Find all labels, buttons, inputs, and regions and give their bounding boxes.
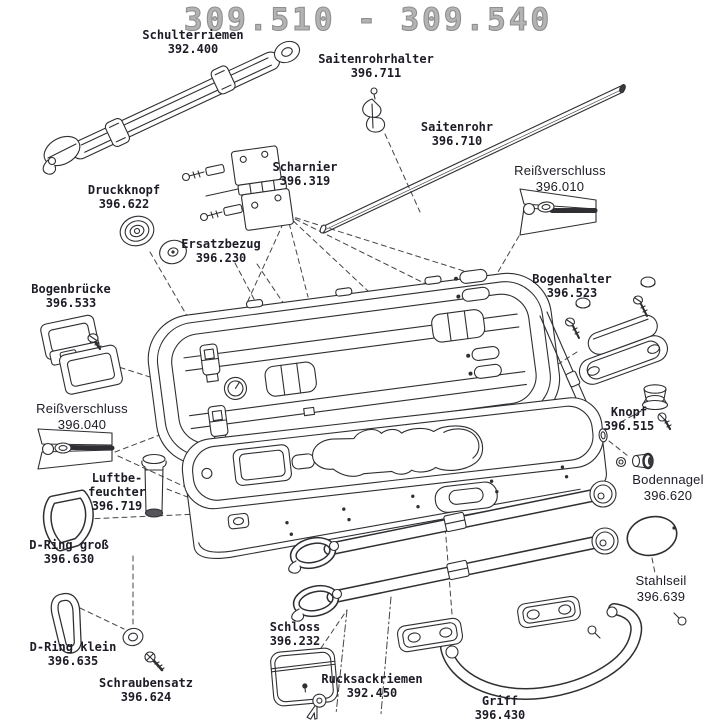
- part-number: 396.620: [643, 488, 693, 503]
- part-name: Saitenrohrhalter: [318, 52, 434, 66]
- dring-small-drawing: [50, 592, 82, 654]
- part-name: D-Ring groß: [29, 538, 109, 552]
- label-reissverschluss-boden: Reißverschluss 396.040: [36, 401, 128, 433]
- part-number: 396.010: [535, 179, 585, 194]
- label-schloss: Schloss 396.232: [270, 620, 321, 648]
- dring-large-drawing: [42, 489, 94, 552]
- part-number: 396.430: [474, 708, 526, 720]
- bow-bridge-drawing: [40, 314, 123, 395]
- part-name: D-Ring klein: [29, 640, 117, 654]
- part-name: Bodennagel: [632, 472, 704, 487]
- part-name: Luftbe-: [91, 471, 143, 485]
- label-bodennagel: Bodennagel 396.620: [632, 472, 703, 504]
- humidifier-drawing: [141, 453, 167, 518]
- part-name: Reißverschluss: [514, 163, 606, 178]
- lock-drawing: [270, 647, 339, 707]
- part-number: 396.230: [195, 251, 247, 265]
- bow-holder-drawing: [564, 276, 669, 385]
- label-ersatzbezug: Ersatzbezug 396.230: [181, 237, 260, 265]
- floor-pin-drawing: [615, 452, 654, 470]
- part-number: 396.711: [350, 66, 402, 80]
- label-saitenrohrhalter: Saitenrohrhalter 396.711: [318, 52, 434, 80]
- part-number: 396.630: [43, 552, 95, 566]
- zipper-lid-drawing: [519, 188, 598, 236]
- label-druckknopf: Druckknopf 396.622: [88, 183, 160, 211]
- key-drawing: [306, 693, 327, 720]
- part-name: feuchter: [88, 485, 146, 499]
- snap-button-drawing: [119, 215, 187, 265]
- string-tube-holder-drawing: [362, 87, 386, 133]
- part-number: 396.319: [279, 174, 331, 188]
- part-name: Knopf: [610, 405, 648, 419]
- part-name: Bogenhalter: [532, 272, 612, 286]
- part-name: Scharnier: [272, 160, 338, 174]
- backpack-strap-1: [288, 480, 617, 574]
- part-number: 396.622: [98, 197, 150, 211]
- label-bogenbruecke: Bogenbrücke 396.533: [31, 282, 110, 310]
- label-dring-gross: D-Ring groß 396.630: [29, 538, 108, 566]
- part-name: Reißverschluss: [36, 401, 128, 416]
- part-name: Griff: [481, 694, 519, 708]
- part-name: Druckknopf: [87, 183, 161, 197]
- part-number: 396.639: [636, 589, 686, 604]
- label-saitenrohr: Saitenrohr 396.710: [421, 120, 493, 148]
- part-name: Saitenrohr: [420, 120, 494, 134]
- part-number: 396.515: [603, 419, 655, 433]
- label-scharnier: Scharnier 396.319: [272, 160, 337, 188]
- screw-set-drawing: [122, 627, 165, 672]
- part-name: Bogenbrücke: [31, 282, 111, 296]
- string-tube-drawing: [319, 84, 626, 234]
- label-dring-klein: D-Ring klein 396.635: [30, 640, 117, 668]
- label-schraubensatz: Schraubensatz 396.624: [99, 676, 193, 704]
- hinge-drawing: [181, 145, 294, 231]
- part-number: 392.450: [346, 686, 398, 700]
- label-reissverschluss-deckel: Reißverschluss 396.010: [514, 163, 606, 195]
- part-number: 396.635: [47, 654, 99, 668]
- case-bottom-drawing: [181, 397, 608, 560]
- label-griff: Griff 396.430: [475, 694, 526, 720]
- part-name: Schraubensatz: [99, 676, 193, 690]
- steel-cable-drawing: [626, 515, 678, 557]
- part-number: 396.040: [57, 417, 107, 432]
- part-number: 396.523: [546, 286, 598, 300]
- part-number: 396.719: [91, 499, 143, 513]
- handle-drawing: [396, 595, 687, 700]
- zipper-bottom-drawing: [37, 428, 115, 470]
- backpack-strap-2: [291, 527, 619, 622]
- part-name: Ersatzbezug: [181, 237, 261, 251]
- part-number: 396.533: [45, 296, 97, 310]
- shoulder-strap-drawing: [42, 40, 301, 175]
- part-number: 396.710: [431, 134, 483, 148]
- part-name: Schulterriemen: [142, 28, 244, 42]
- knob-drawing: [641, 384, 672, 431]
- label-schulterriemen: Schulterriemen 392.400: [142, 28, 243, 56]
- part-name: Schloss: [269, 620, 321, 634]
- part-number: 396.232: [269, 634, 321, 648]
- part-name: Rucksackriemen: [321, 672, 423, 686]
- page-title: 309.510 - 309.540: [183, 1, 553, 38]
- label-stahlseil: Stahlseil 396.639: [636, 573, 687, 605]
- label-rucksackriemen: Rucksackriemen 392.450: [321, 672, 422, 700]
- part-number: 396.624: [120, 690, 172, 704]
- label-luftbefeuchter: Luftbe- feuchter 396.719: [88, 471, 146, 513]
- label-bogenhalter: Bogenhalter 396.523: [532, 272, 611, 300]
- part-number: 392.400: [167, 42, 219, 56]
- label-knopf: Knopf 396.515: [604, 405, 655, 433]
- part-name: Stahlseil: [635, 573, 687, 588]
